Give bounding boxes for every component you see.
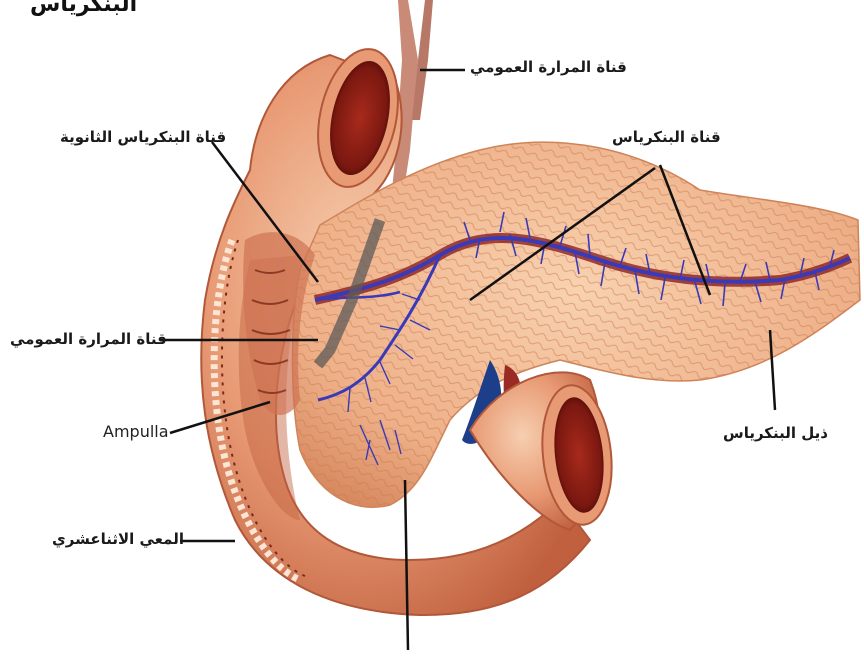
label-common-bile-duct-top: قناة المرارة العمومي: [470, 60, 627, 75]
label-accessory-pancreatic-duct: قناة البنكرياس الثانوية: [60, 130, 226, 145]
title-fragment: البنكرياس: [30, 0, 137, 17]
label-ampulla: Ampulla: [103, 424, 169, 440]
label-pancreas-tail: ذيل البنكرياس: [723, 426, 828, 441]
label-pancreatic-duct: قناة البنكرياس: [612, 130, 721, 145]
label-duodenum: المعي الاثناعشري: [52, 532, 184, 547]
label-common-bile-duct-left: قناة المرارة العمومي: [10, 332, 167, 347]
leader-bottom: [405, 480, 408, 650]
